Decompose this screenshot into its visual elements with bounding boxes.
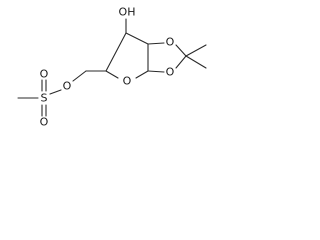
o-ester-label: O <box>63 80 72 93</box>
o-dioxolane-lower-label: O <box>166 66 175 79</box>
o-sulfonyl-top-label: O <box>40 68 49 81</box>
o-dioxolane-upper-label: O <box>166 36 175 49</box>
bond-o2-c6a <box>147 70 165 73</box>
molecule-drawing: OH O O O O S O O <box>17 6 207 129</box>
bond-o1-cme2 <box>175 44 187 57</box>
bond-c6a-o4 <box>135 70 149 79</box>
bond-methyl-2 <box>185 55 207 69</box>
bond-c5-c3 <box>105 32 127 72</box>
o-furanose-label: O <box>123 75 132 88</box>
bond-c3-c3a <box>125 32 149 45</box>
bond-methyl-1 <box>185 44 207 57</box>
bond-ch2-oester <box>72 70 87 82</box>
o-sulfonyl-bottom-label: O <box>40 116 49 129</box>
bond-c3a-o1 <box>147 42 165 45</box>
bond-oester-s <box>49 89 62 95</box>
oh-label: OH <box>119 6 136 19</box>
bond-cme2-o2 <box>175 55 187 69</box>
bond-o4-c5 <box>105 70 119 79</box>
structure-diagram: OH O O O O S O O <box>0 0 236 132</box>
sulfur-label: S <box>41 92 48 105</box>
